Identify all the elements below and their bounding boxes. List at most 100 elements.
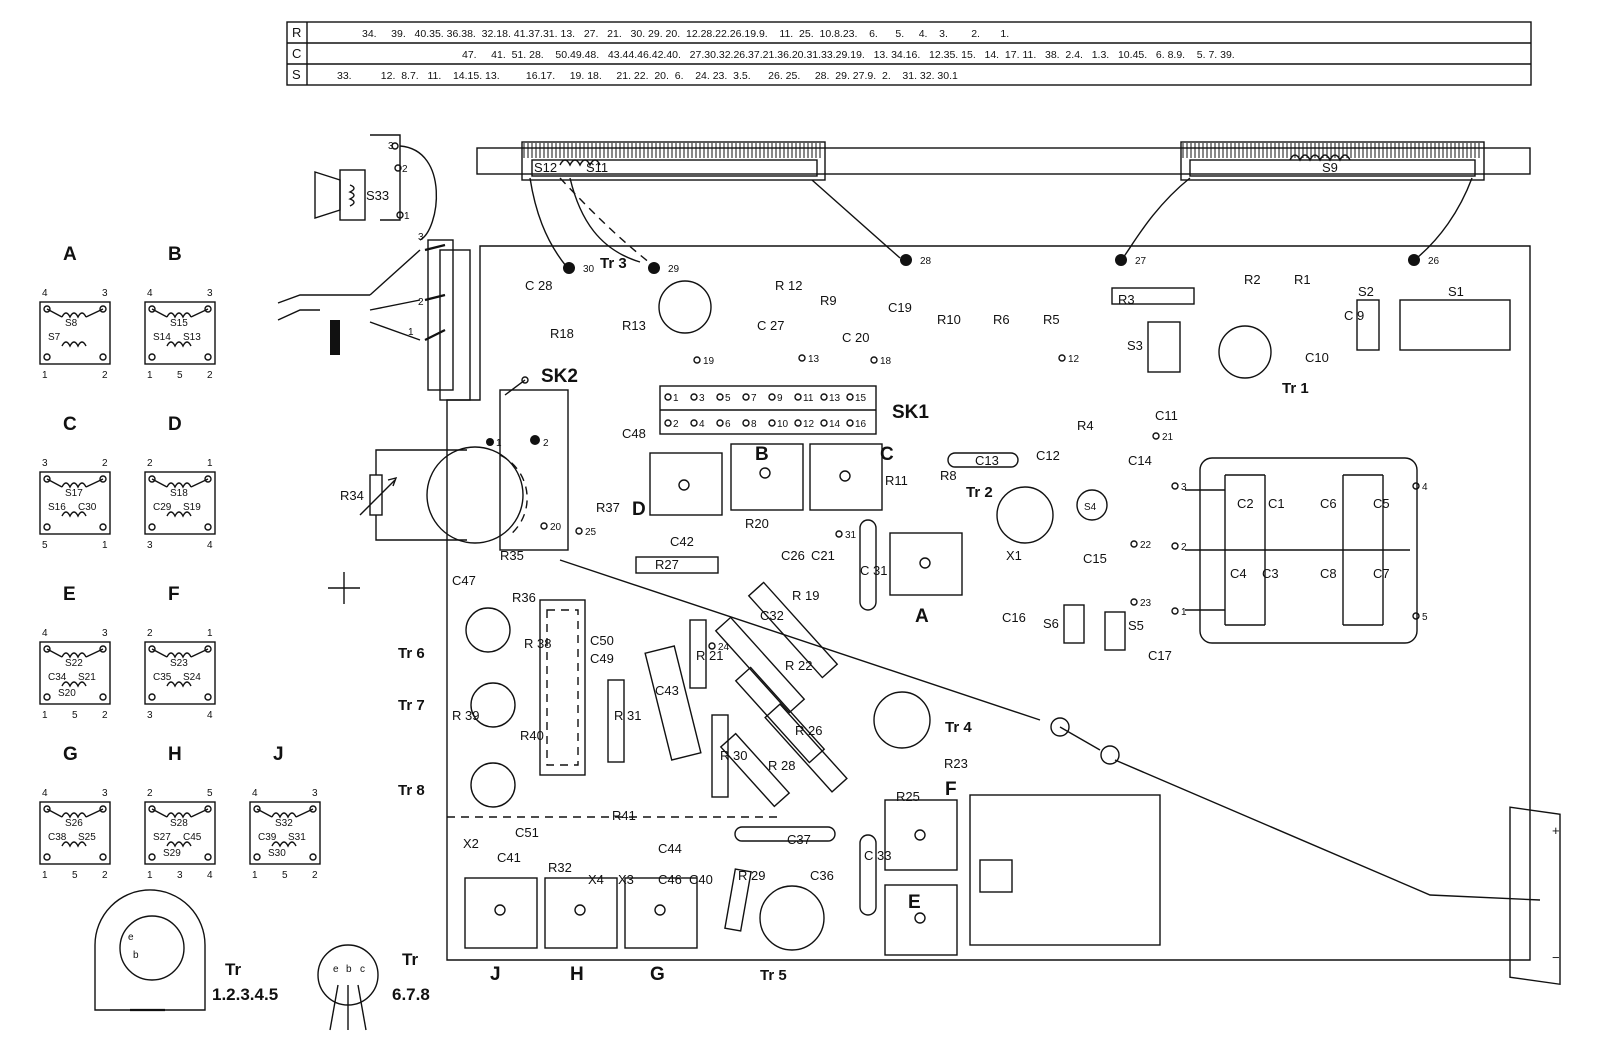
coil-pin: 2	[207, 370, 213, 381]
svg-text:c: c	[360, 964, 365, 975]
sk1-pin: 2	[673, 419, 679, 430]
component-label: R 26	[795, 723, 822, 738]
component-label: R1	[1294, 272, 1311, 287]
wire-point-label: 26	[1428, 256, 1440, 267]
wire-point-label: 13	[808, 354, 820, 365]
tr8-label: Tr 8	[398, 782, 425, 799]
component-label: C41	[497, 850, 521, 865]
coil-panel-letter: H	[168, 744, 182, 765]
tr-key-top: Tr	[225, 960, 241, 979]
coil-part-label: S15	[170, 318, 188, 329]
wire-point-label: 5	[1422, 612, 1428, 623]
coil-pin: 1	[252, 870, 258, 881]
component-label: C21	[811, 548, 835, 563]
coil-part-label: C34	[48, 672, 67, 683]
wire-point-label: 22	[1140, 540, 1152, 551]
coil-part-label: S7	[48, 332, 61, 343]
wire-point-label: 3	[1181, 482, 1187, 493]
component-label: X3	[618, 872, 634, 887]
battery-plus: +	[1552, 823, 1560, 838]
wire-point-label: 30	[583, 264, 595, 275]
coil-pin: 3	[177, 870, 183, 881]
component-label: C2	[1237, 496, 1254, 511]
coil-pin: 1	[207, 458, 213, 469]
component-label: R25	[896, 789, 920, 804]
coil-pin: 5	[207, 788, 213, 799]
coil-panel-letter: J	[273, 744, 284, 765]
coil-panel-letter: E	[63, 584, 76, 605]
coil-pin: 5	[282, 870, 288, 881]
sk1-pin: 8	[751, 419, 757, 430]
component-label: C12	[1036, 448, 1060, 463]
table-row-values: 33. 12. 8.7. 11. 14.15. 13. 16.17. 19. 1…	[337, 70, 958, 82]
component-label: R 29	[738, 868, 765, 883]
coil-part-label: S19	[183, 502, 201, 513]
component-label: R5	[1043, 312, 1060, 327]
component-label: C43	[655, 683, 679, 698]
board-long-parts	[539, 287, 1195, 932]
component-label: R13	[622, 318, 646, 333]
svg-text:2: 2	[402, 164, 408, 175]
table-row-key: R	[292, 25, 301, 40]
registration-mark	[328, 572, 360, 604]
coil-part-label: S32	[275, 818, 293, 829]
coil-panel-letter: F	[168, 584, 180, 605]
tr7-label: Tr 7	[398, 697, 425, 714]
tr1-label: Tr 1	[1282, 380, 1309, 397]
tr4-label: Tr 4	[945, 719, 972, 736]
board-coil-d: D	[632, 499, 646, 520]
component-label: C14	[1128, 453, 1152, 468]
component-label: R 12	[775, 278, 802, 293]
coil-pin: 5	[72, 870, 78, 881]
board-coil-a: A	[915, 606, 929, 627]
board-coil-g: G	[650, 964, 665, 985]
coil-pin: 2	[102, 370, 108, 381]
svg-text:2: 2	[543, 438, 549, 449]
sk1-pin: 15	[855, 393, 867, 404]
tuning-capacitor-gang	[1185, 457, 1418, 644]
coil-label-s11: S11	[586, 160, 608, 175]
component-label: R18	[550, 326, 574, 341]
wire-point-label: 27	[1135, 256, 1147, 267]
coil-pin: 3	[102, 288, 108, 299]
component-label: C 28	[525, 278, 552, 293]
wire-point-label: 29	[668, 264, 680, 275]
coil-pin: 4	[207, 870, 213, 881]
component-label: C32	[760, 608, 784, 623]
speaker-coil-label: S33	[366, 188, 389, 203]
sk1-pin: 1	[673, 393, 679, 404]
sk1-pin: 14	[829, 419, 841, 430]
wire-point-label: 20	[550, 522, 562, 533]
svg-text:3: 3	[388, 141, 394, 152]
component-label: C40	[689, 872, 713, 887]
component-label: R4	[1077, 418, 1094, 433]
component-label: C47	[452, 573, 476, 588]
wire-point-label: 18	[880, 356, 892, 367]
coil-pin: 5	[72, 710, 78, 721]
coil-s6: S6	[1043, 616, 1059, 631]
coil-part-label: S17	[65, 488, 83, 499]
board-labels: Tr 3 Tr 1 Tr 2 Tr 4 Tr 5 Tr 6 Tr 7 Tr 8 …	[398, 255, 1309, 985]
coil-pin: 3	[147, 710, 153, 721]
coil-pin: 1	[42, 370, 48, 381]
coil-pin: 2	[147, 458, 153, 469]
coil-part-label: C38	[48, 832, 67, 843]
component-label: R41	[612, 808, 636, 823]
tr3-label: Tr 3	[600, 255, 627, 272]
component-label: X4	[588, 872, 604, 887]
component-label: C17	[1148, 648, 1172, 663]
svg-text:1: 1	[496, 438, 502, 449]
tr2-label: Tr 2	[966, 484, 993, 501]
coil-pin: 2	[102, 870, 108, 881]
component-label: R23	[944, 756, 968, 771]
coil-pin: 1	[147, 870, 153, 881]
coil-pin: 3	[42, 458, 48, 469]
